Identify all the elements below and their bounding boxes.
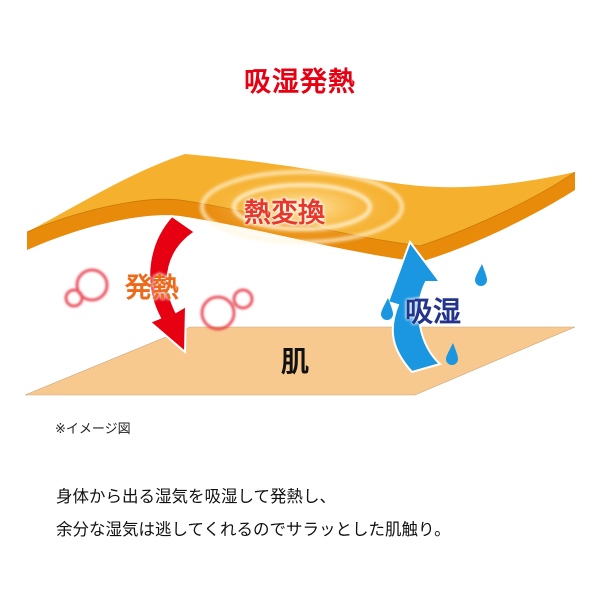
heat-arrow-icon	[148, 214, 197, 355]
moisture-absorption-label: 吸湿	[405, 295, 462, 328]
page-title: 吸湿発熱	[244, 67, 356, 98]
heat-conversion-label: 熱変換	[244, 198, 325, 229]
skin-label: 肌	[281, 345, 310, 378]
heat-glow-rings	[200, 170, 404, 244]
heat-generation-label: 発熱	[125, 273, 179, 304]
image-note: ※イメージ図	[55, 422, 131, 437]
description-line-2: 余分な湿気は逃してくれるのでサラッとした肌触り。	[56, 520, 451, 539]
heat-bubbles-icon	[64, 268, 254, 331]
moisture-arrow-icon	[386, 239, 443, 374]
skin-plane	[24, 326, 576, 396]
description-line-1: 身体から出る湿気を吸湿して発熱し、	[56, 487, 337, 506]
water-drops-icon	[381, 264, 487, 365]
